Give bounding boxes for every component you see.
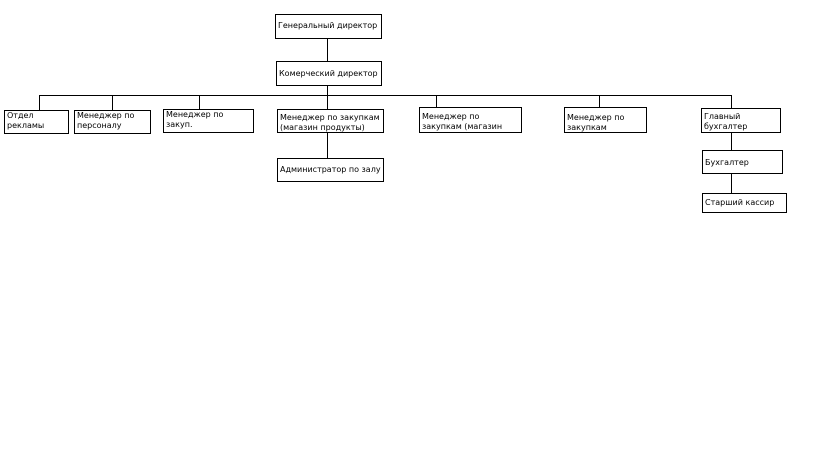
connector-bus-to-household bbox=[436, 95, 437, 107]
connector-general-to-commercial bbox=[327, 38, 328, 61]
hr-manager-box: Менеджер по персоналу bbox=[74, 110, 151, 134]
connector-commercial-to-bus bbox=[327, 85, 328, 96]
connector-accountant-to-cashier bbox=[731, 174, 732, 193]
connector-bus-to-chief-accountant bbox=[731, 95, 732, 108]
procurement-pharmacy-box: Менеджер по закупкам (Аптека) bbox=[564, 107, 647, 133]
procurement-food-store-box: Менеджер по закупкам (магазин продукты) bbox=[277, 109, 384, 133]
chief-accountant-box: Главный бухгалтер bbox=[701, 108, 781, 133]
general-director-box: Генеральный директор bbox=[275, 14, 382, 39]
connector-bus-to-childrens bbox=[199, 95, 200, 109]
advertising-department-box: Отдел рекламы bbox=[4, 110, 69, 134]
senior-cashier-box: Старший кассир bbox=[702, 193, 787, 213]
floor-administrator-box: Администратор по залу bbox=[277, 158, 384, 182]
procurement-childrens-goods-box: Менеджер по закуп. магаз.детские товары bbox=[163, 109, 254, 133]
connector-horizontal-bus bbox=[39, 95, 731, 96]
procurement-household-store-box: Менеджер по закупкам (магазин хоз.товары… bbox=[419, 107, 522, 133]
connector-chief-to-accountant bbox=[731, 133, 732, 150]
connector-bus-to-pharmacy bbox=[599, 95, 600, 107]
connector-bus-to-food bbox=[327, 95, 328, 109]
accountant-box: Бухгалтер bbox=[702, 150, 783, 174]
commercial-director-box: Комерческий директор bbox=[276, 61, 382, 86]
connector-food-to-administrator bbox=[327, 133, 328, 158]
connector-bus-to-advertising bbox=[39, 95, 40, 110]
connector-bus-to-hr bbox=[112, 95, 113, 110]
